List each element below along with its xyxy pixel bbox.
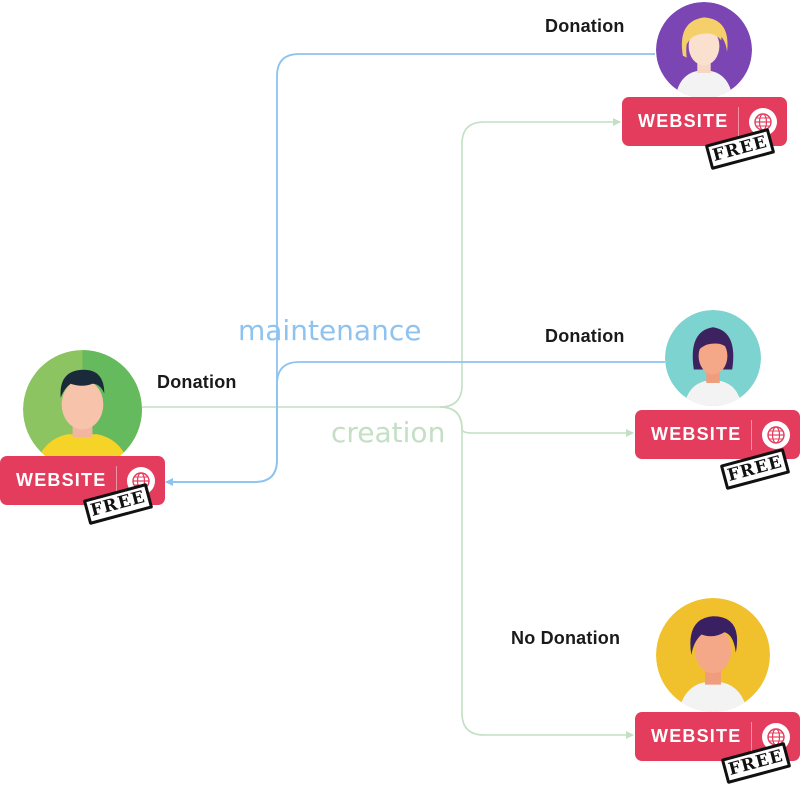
badge-divider bbox=[738, 106, 739, 137]
user-2-avatar bbox=[665, 310, 761, 406]
badge-divider bbox=[116, 465, 117, 496]
user-3-avatar bbox=[656, 598, 770, 712]
website-label: WEBSITE bbox=[16, 470, 107, 490]
creation-line-to-user-3 bbox=[439, 406, 634, 739]
website-label: WEBSITE bbox=[638, 111, 729, 131]
website-label: WEBSITE bbox=[651, 726, 742, 746]
globe-icon bbox=[762, 420, 790, 449]
badge-divider bbox=[751, 419, 752, 450]
badge-divider bbox=[751, 721, 752, 752]
creation-line-to-user-2 bbox=[439, 406, 634, 437]
creator-avatar bbox=[23, 350, 142, 469]
maintenance-line-from-user-2 bbox=[166, 361, 665, 483]
creation-line-to-user-1 bbox=[439, 118, 621, 408]
user-2-status-label: Donation bbox=[545, 326, 625, 346]
creation-label: creation bbox=[331, 416, 446, 449]
user-3-status-label: No Donation bbox=[511, 628, 621, 648]
globe-icon bbox=[749, 107, 777, 136]
user-1-avatar bbox=[656, 2, 752, 98]
website-label: WEBSITE bbox=[651, 424, 742, 444]
maintenance-label: maintenance bbox=[238, 314, 422, 347]
user-1-status-label: Donation bbox=[545, 16, 625, 36]
creator-donation-label: Donation bbox=[157, 372, 237, 392]
